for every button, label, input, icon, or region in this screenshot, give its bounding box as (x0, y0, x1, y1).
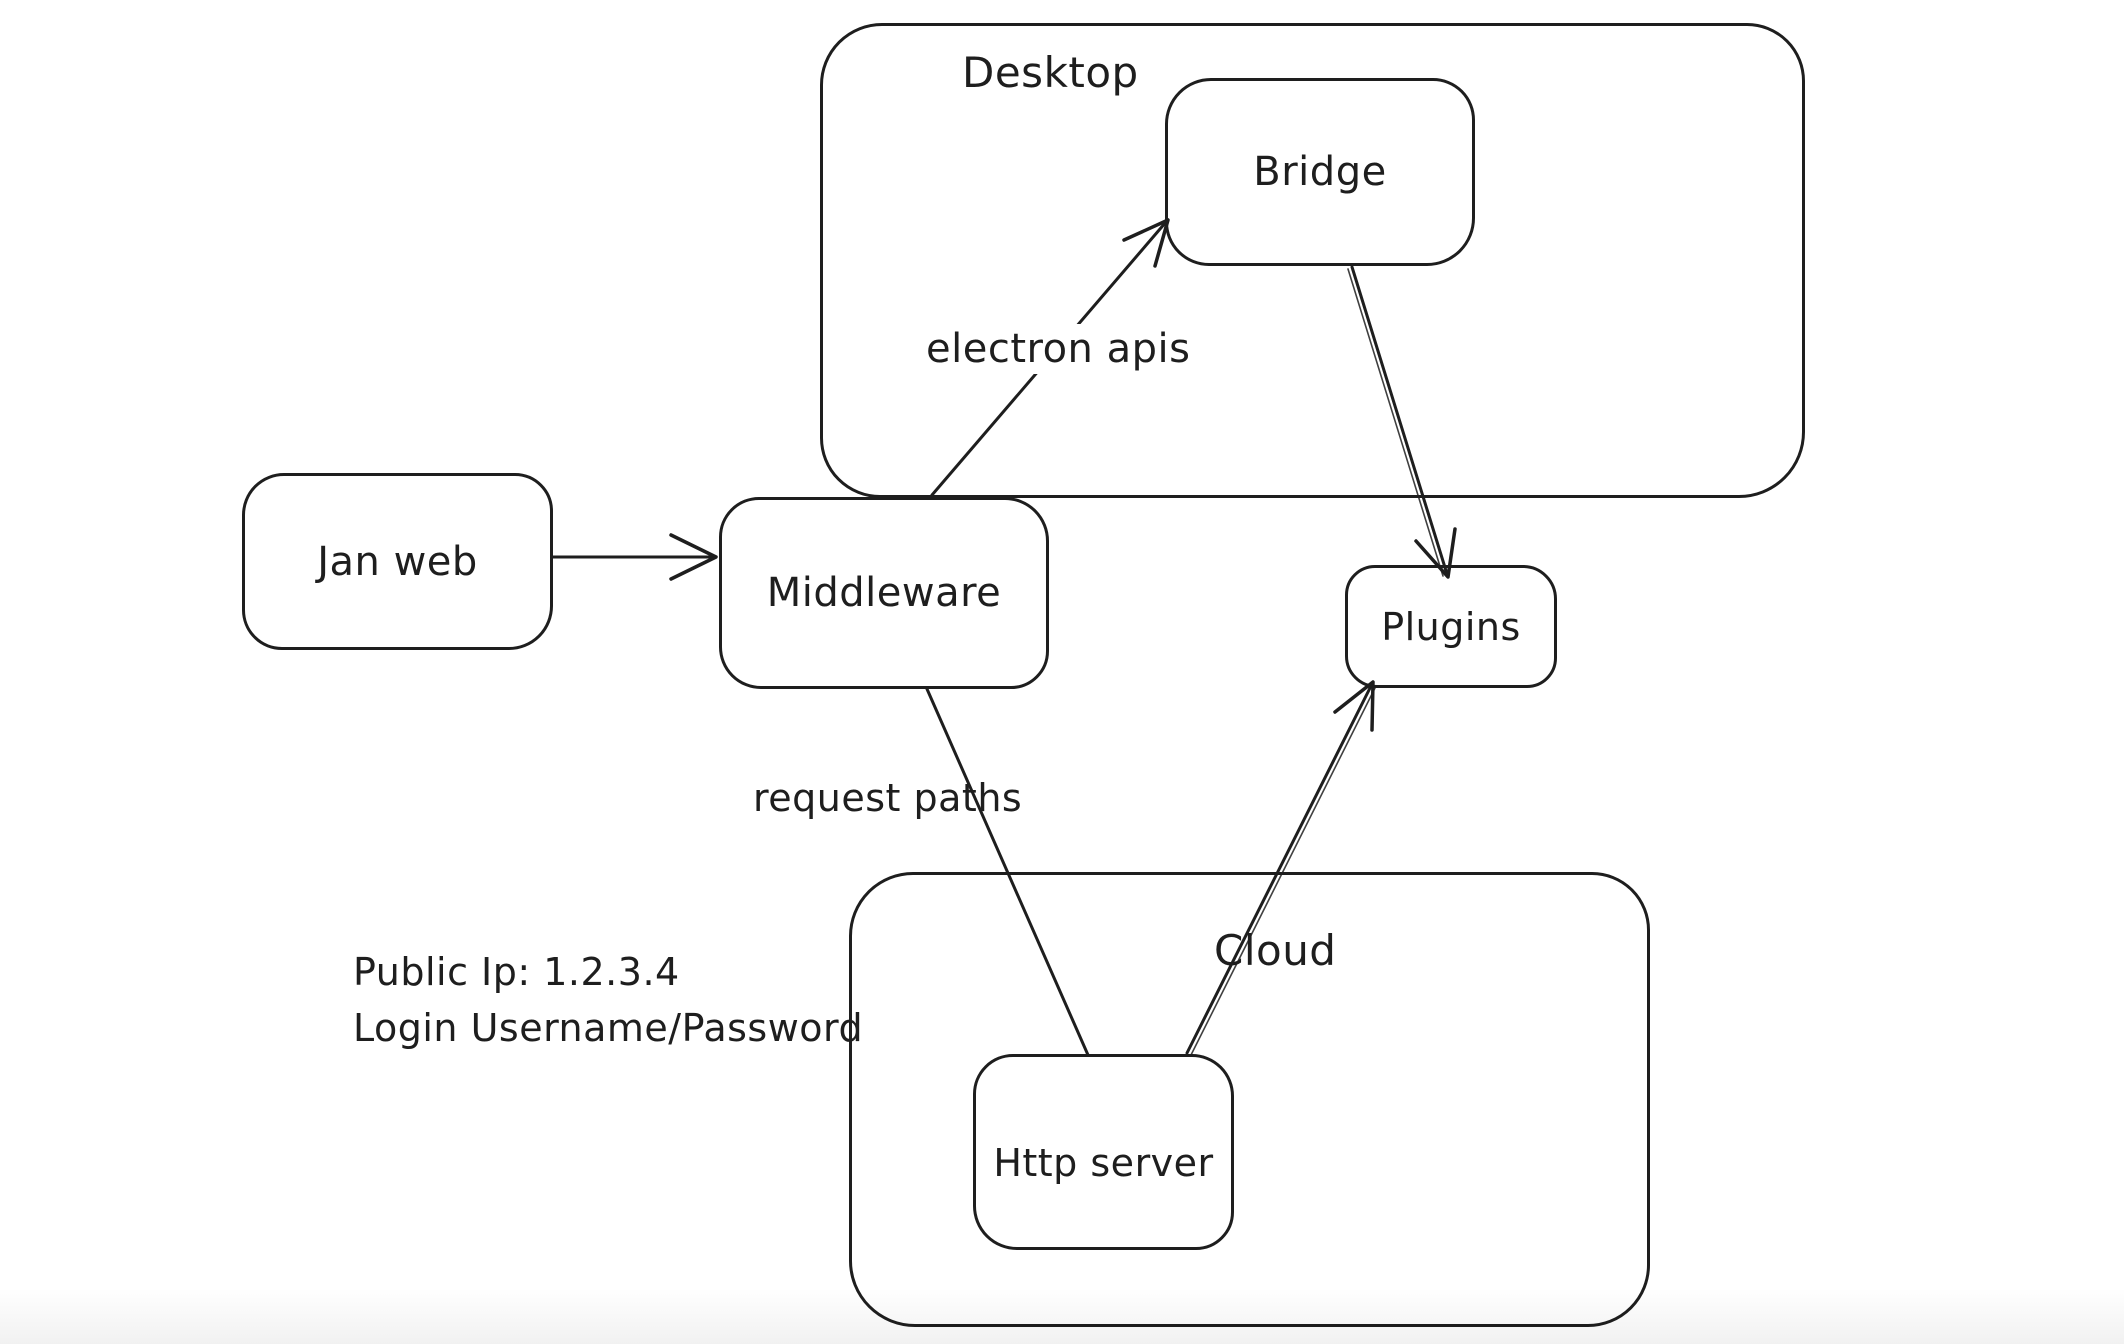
node-http-server[interactable]: Http server (973, 1054, 1234, 1250)
arrowhead-into-middleware (669, 533, 718, 581)
plugins-label: Plugins (1381, 604, 1521, 649)
arrowhead-into-plugins-bottom (1333, 680, 1375, 732)
http-server-label: Http server (993, 1141, 1214, 1185)
node-plugins[interactable]: Plugins (1345, 565, 1557, 688)
cloud-label: Cloud (1214, 926, 1337, 975)
desktop-label: Desktop (962, 48, 1139, 97)
node-bridge[interactable]: Bridge (1165, 78, 1475, 266)
edge-janweb-to-middleware[interactable] (551, 533, 718, 581)
edge-label-electron-apis[interactable]: electron apis (920, 324, 1197, 374)
middleware-label: Middleware (766, 570, 1002, 616)
node-jan-web[interactable]: Jan web (242, 473, 553, 650)
edge-label-request-paths[interactable]: request paths (753, 776, 1023, 820)
jan-web-label: Jan web (317, 538, 478, 585)
annotation-public-ip[interactable]: Public Ip: 1.2.3.4 (353, 950, 680, 994)
node-middleware[interactable]: Middleware (719, 497, 1049, 689)
bridge-label: Bridge (1253, 149, 1387, 195)
annotation-login-credentials[interactable]: Login Username/Password (353, 1006, 864, 1050)
